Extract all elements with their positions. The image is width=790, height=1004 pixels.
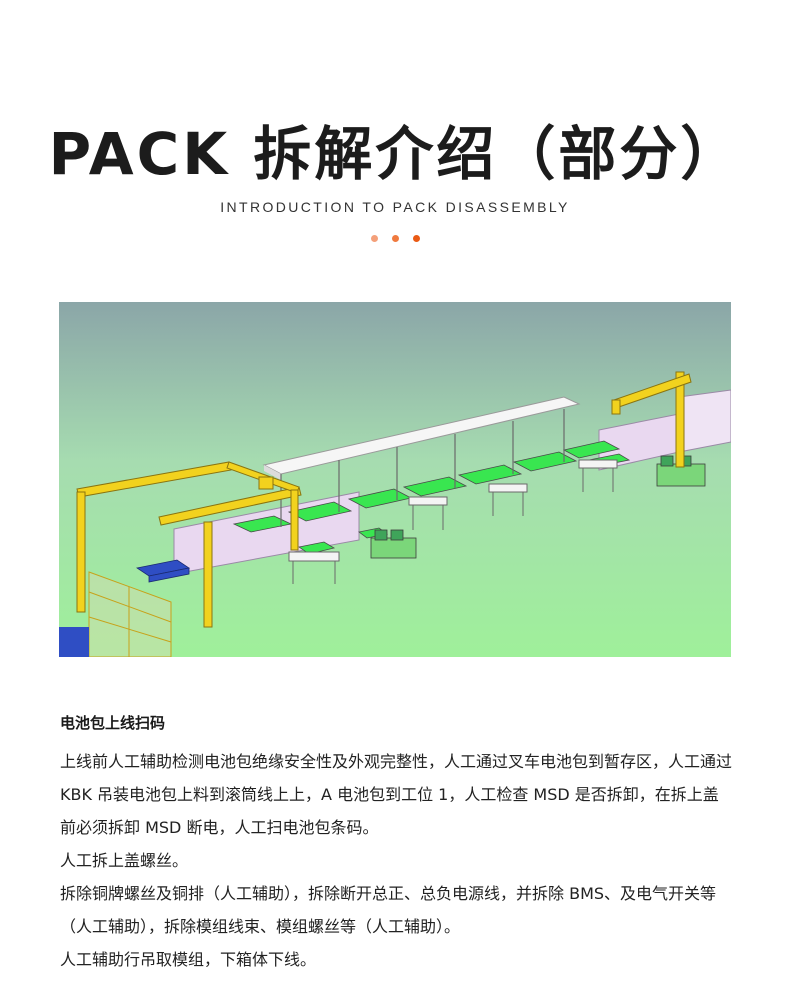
section-body: 上线前人工辅助检测电池包绝缘安全性及外观完整性，人工通过叉车电池包到暂存区，人工…: [60, 745, 732, 976]
production-line-illustration: [59, 302, 731, 657]
pallet: [135, 559, 191, 583]
page-title: PACK 拆解介绍（部分）: [48, 120, 742, 188]
cabinet-end: [678, 389, 731, 453]
gantry-frame: [76, 461, 302, 628]
decorative-dots: [0, 235, 790, 242]
paragraph-3: 拆除铜牌螺丝及铜排（人工辅助），拆除断开总正、总负电源线，并拆除 BMS、及电气…: [60, 884, 717, 936]
paragraph-1: 上线前人工辅助检测电池包绝缘安全性及外观完整性，人工通过叉车电池包到暂存区，人工…: [60, 752, 733, 837]
jib-crane: [611, 371, 692, 468]
paragraph-2: 人工拆上盖螺丝。: [60, 851, 189, 870]
conveyor-stations: [232, 440, 631, 555]
workbenches: [288, 459, 618, 584]
blue-bin: [59, 627, 89, 657]
line-roof: [262, 396, 581, 475]
line-roof-side: [264, 465, 281, 480]
paragraph-4: 人工辅助行吊取模组，下箱体下线。: [60, 950, 317, 969]
page-subtitle: INTRODUCTION TO PACK DISASSEMBLY: [220, 199, 570, 215]
dot-dark: [412, 235, 420, 242]
section-heading: 电池包上线扫码: [60, 714, 166, 732]
safety-fence: [88, 571, 172, 657]
dot-mid: [391, 235, 399, 242]
dot-light: [370, 235, 378, 242]
